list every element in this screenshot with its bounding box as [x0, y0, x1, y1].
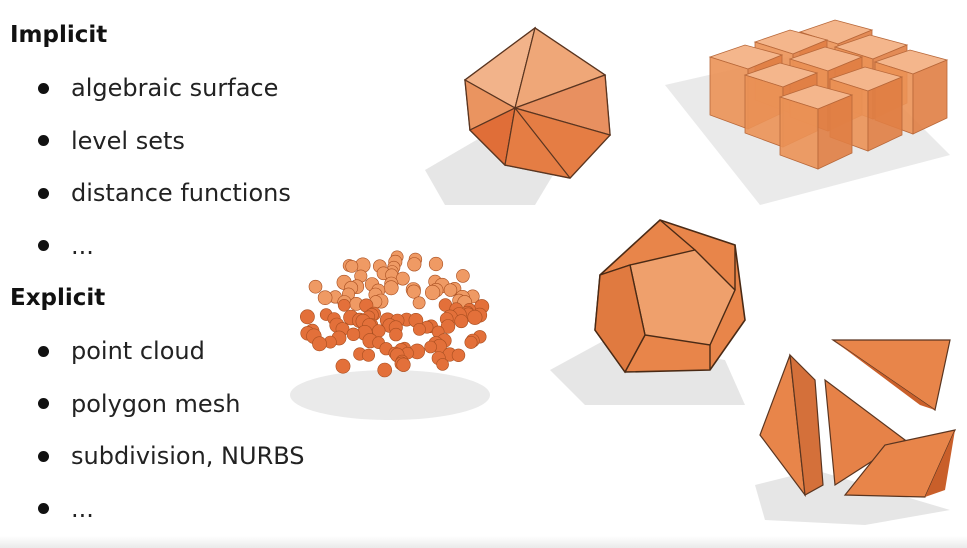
- bullet-dot: [38, 135, 49, 147]
- implicit-list: algebraic surface level sets distance fu…: [38, 62, 291, 272]
- list-item: subdivision, NURBS: [38, 430, 305, 483]
- explicit-list: point cloud polygon mesh subdivision, NU…: [38, 325, 305, 535]
- point-sphere: [412, 296, 426, 310]
- cube-set: [708, 19, 949, 170]
- list-item: level sets: [38, 115, 291, 168]
- list-item-label: subdivision, NURBS: [71, 442, 305, 471]
- point-sphere: [383, 280, 399, 296]
- cube-grid-figure: [665, 19, 950, 205]
- point-sphere: [312, 336, 327, 352]
- point-sphere: [467, 309, 483, 325]
- point-sphere: [454, 314, 469, 329]
- point-sphere: [443, 283, 458, 297]
- icosahedron-figure: [425, 26, 612, 205]
- tetrahedron-figure: [755, 339, 957, 525]
- point-sphere: [424, 340, 437, 354]
- list-item-label: polygon mesh: [71, 389, 241, 418]
- explicit-heading: Explicit: [10, 285, 106, 311]
- point-sphere: [436, 358, 449, 371]
- point-sphere: [406, 284, 421, 299]
- list-item: polygon mesh: [38, 378, 305, 431]
- point-sphere: [308, 279, 323, 294]
- point-sphere: [337, 298, 351, 312]
- point-sphere: [456, 269, 470, 283]
- bullet-dot: [38, 503, 49, 515]
- bullet-dot: [38, 398, 49, 410]
- point-sphere: [395, 271, 410, 286]
- caption-strip: [0, 536, 967, 548]
- list-item: algebraic surface: [38, 62, 291, 115]
- point-sphere: [407, 257, 422, 272]
- point-sphere: [317, 290, 333, 306]
- point-sphere: [428, 256, 444, 272]
- list-item: distance functions: [38, 167, 291, 220]
- point-cloud-shadow: [290, 370, 490, 420]
- list-item-label: distance functions: [71, 179, 291, 208]
- point-sphere: [377, 362, 392, 378]
- implicit-heading: Implicit: [10, 22, 108, 48]
- point-sphere: [346, 327, 361, 342]
- point-sphere: [345, 259, 359, 273]
- list-item-label: ...: [71, 494, 94, 523]
- bullet-dot: [38, 345, 49, 357]
- list-item-label: algebraic surface: [71, 74, 279, 103]
- point-sphere: [335, 358, 351, 374]
- list-item: ...: [38, 220, 291, 273]
- list-item: ...: [38, 483, 305, 536]
- point-sphere: [389, 327, 403, 342]
- bullet-dot: [38, 82, 49, 94]
- list-item: point cloud: [38, 325, 305, 378]
- bullet-dot: [38, 450, 49, 462]
- list-item-label: level sets: [71, 126, 185, 155]
- point-sphere: [362, 348, 376, 362]
- bullet-dot: [38, 240, 49, 252]
- point-cloud-points: [299, 250, 490, 378]
- point-sphere: [425, 284, 441, 301]
- bullet-dot: [38, 187, 49, 199]
- point-sphere: [464, 335, 478, 349]
- dodecahedron-figure: [550, 219, 746, 405]
- point-sphere: [396, 357, 411, 372]
- point-cloud-figure: [290, 250, 490, 420]
- list-item-label: ...: [71, 231, 94, 260]
- point-sphere: [299, 309, 315, 325]
- point-sphere: [451, 348, 466, 363]
- cube: [778, 84, 854, 170]
- list-item-label: point cloud: [71, 337, 205, 366]
- point-sphere: [412, 323, 426, 336]
